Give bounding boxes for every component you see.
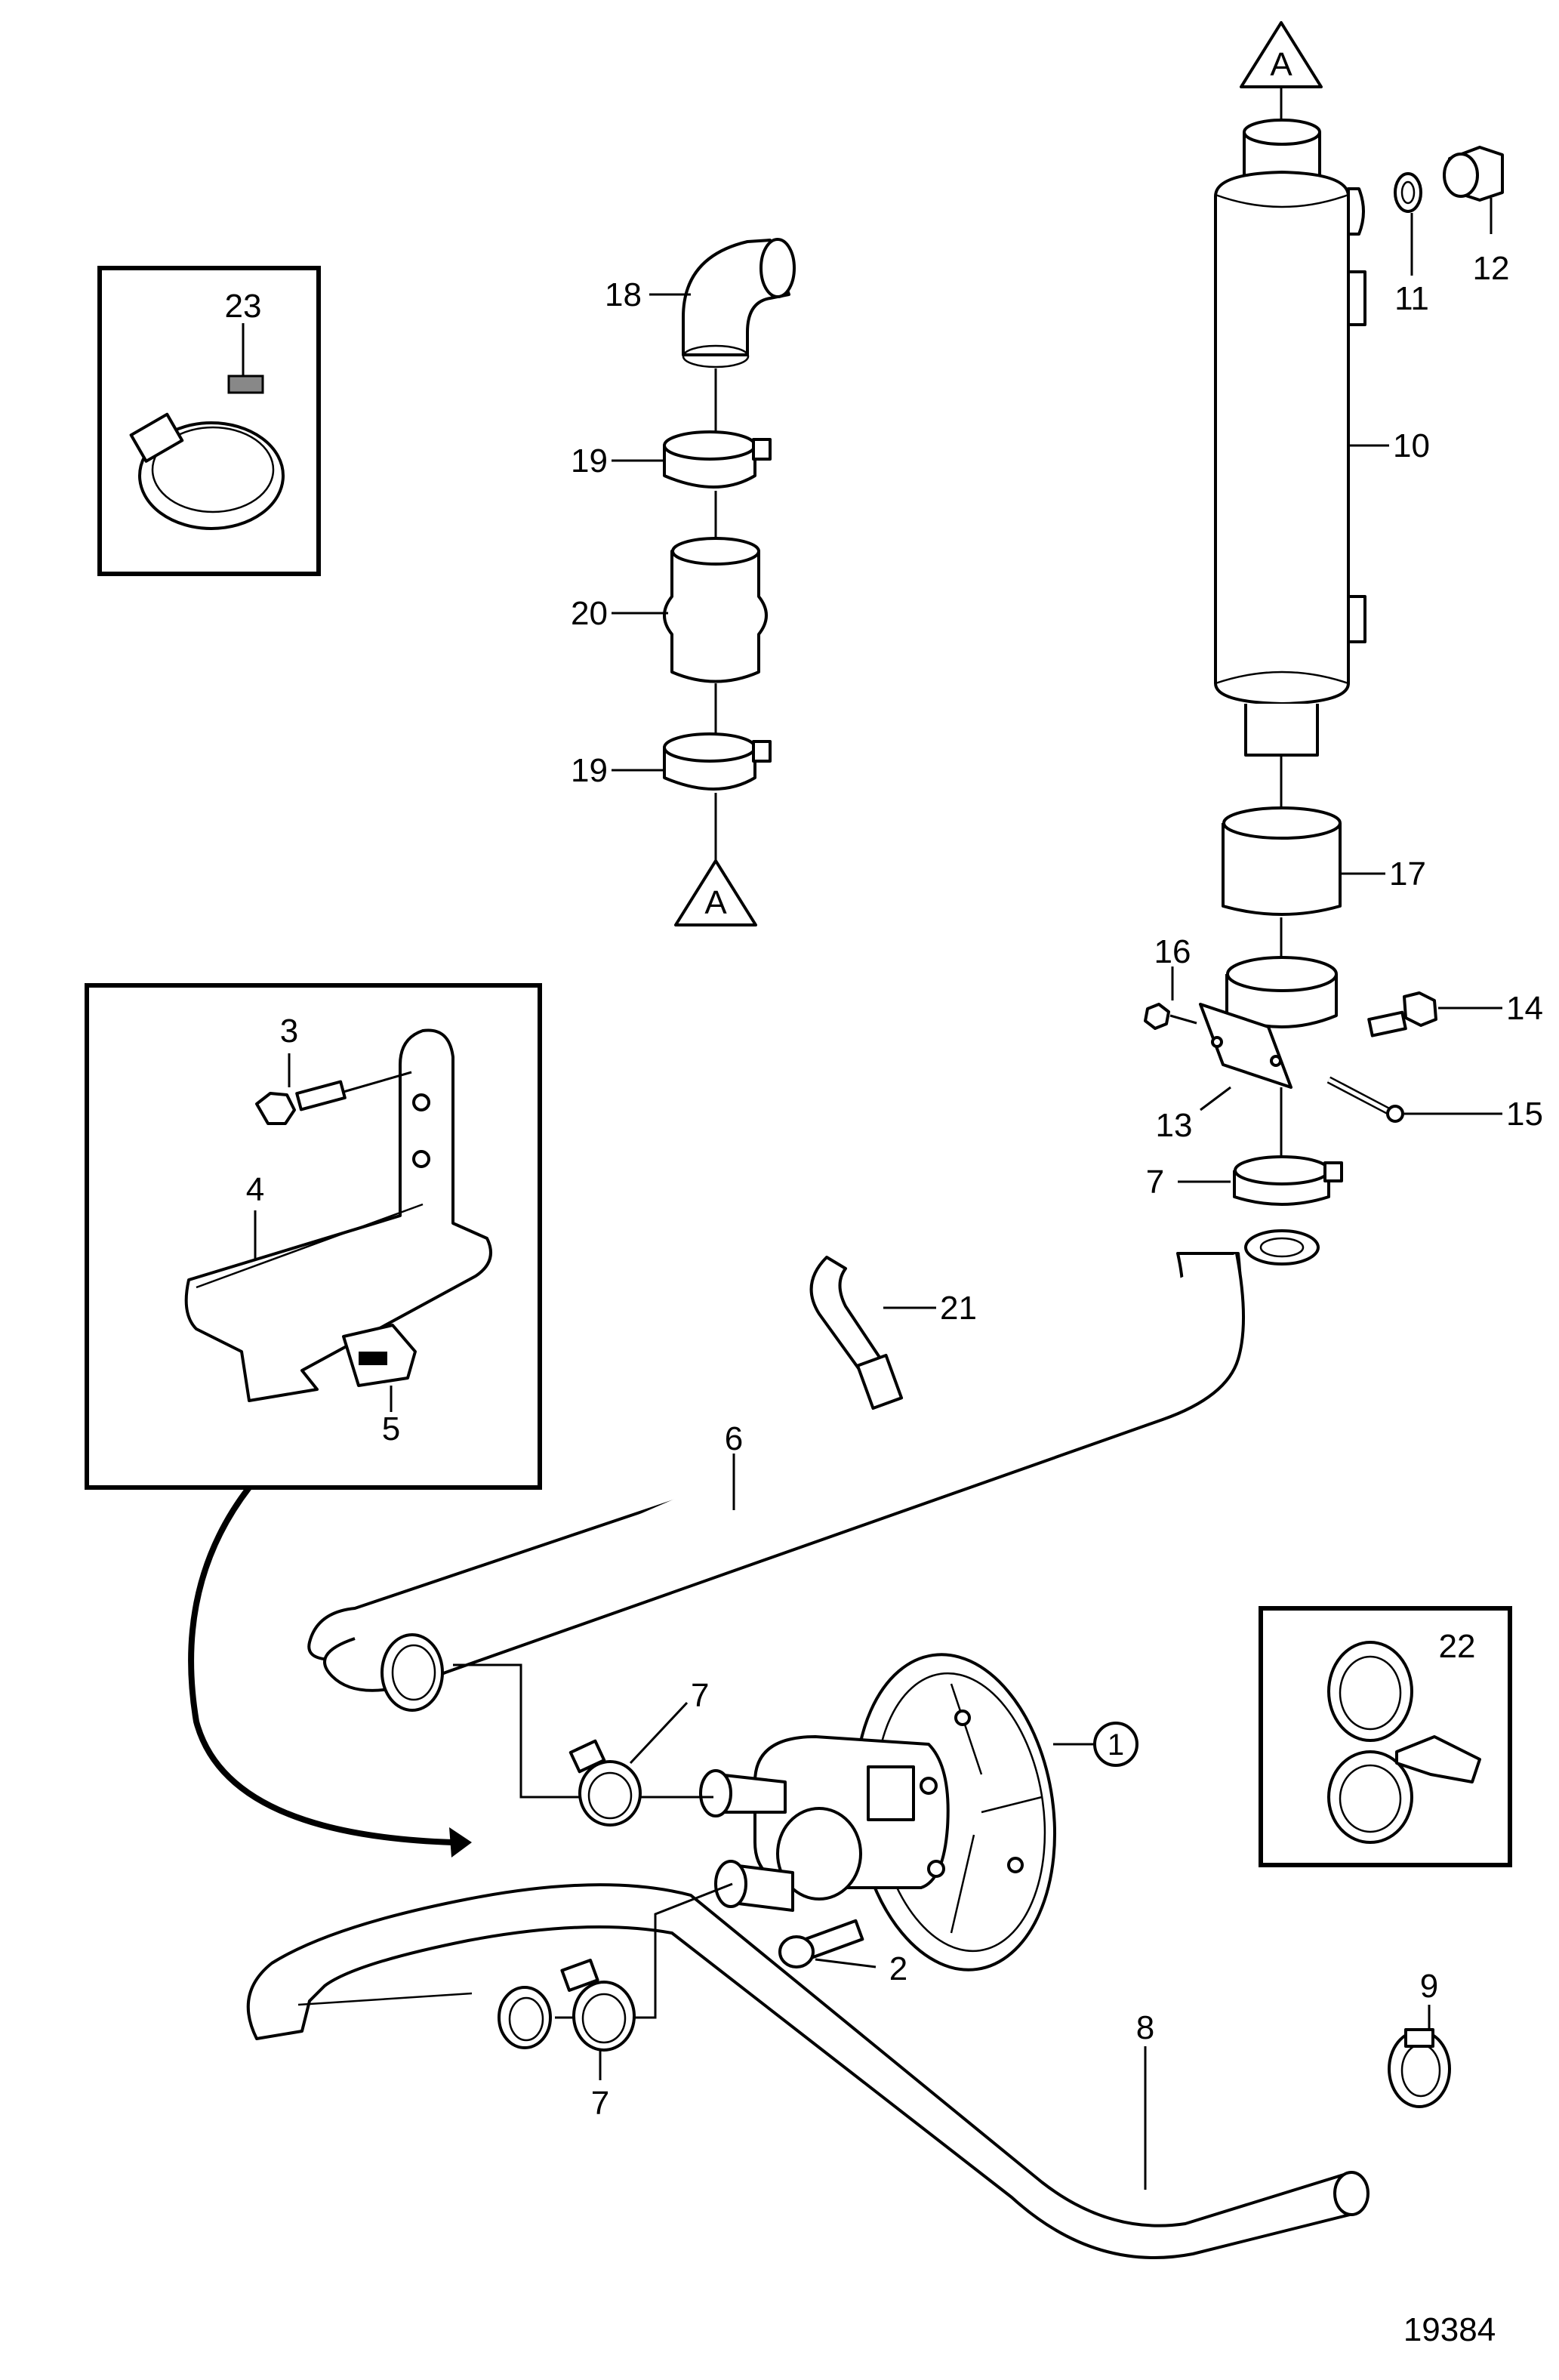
part-18-elbow: 18 — [605, 238, 796, 368]
inset-bracket-frame — [85, 983, 542, 1490]
part-19-clamp-upper: 19 — [571, 430, 772, 489]
inset-22-frame — [1259, 1606, 1512, 1867]
label-10: 10 — [1393, 427, 1430, 464]
part-13-bracket: 13 — [1156, 956, 1338, 1144]
label-17: 17 — [1389, 856, 1426, 892]
label-7-middle: 7 — [691, 1677, 709, 1714]
label-20: 20 — [571, 595, 608, 632]
label-19-upper: 19 — [571, 442, 608, 479]
inset-bracket: 3 5 4 — [85, 983, 542, 1490]
clamp-23-screw — [129, 412, 184, 463]
callout-1 — [1093, 1722, 1138, 1767]
part-20-sleeve: 20 — [571, 537, 768, 683]
label-21: 21 — [940, 1290, 977, 1327]
part-7-clamp-right: 7 — [1146, 1155, 1343, 1206]
label-11: 11 — [1394, 280, 1429, 317]
label-13: 13 — [1156, 1107, 1193, 1144]
part-11-washer: 11 — [1394, 172, 1429, 317]
figure-number: 19384 — [1403, 2311, 1496, 2348]
part-21-clip: 21 — [809, 1256, 977, 1410]
install-arrow — [188, 1485, 472, 1857]
label-7-lower: 7 — [591, 2085, 609, 2122]
part-7-clamp-middle: 7 — [568, 1677, 709, 1827]
label-2: 2 — [889, 1950, 907, 1987]
reference-a-upper: A — [1240, 21, 1323, 88]
inset-23-frame — [97, 266, 321, 576]
part-9-clamp: 9 — [1388, 1968, 1451, 2108]
label-4: 4 — [246, 1171, 264, 1208]
inset-23: 23 — [97, 266, 321, 576]
label-19-lower: 19 — [571, 752, 608, 789]
label-3: 3 — [280, 1013, 298, 1050]
label-ref-a-lower: A — [704, 884, 727, 921]
label-15: 15 — [1506, 1096, 1543, 1133]
inset-22: 22 — [1259, 1606, 1512, 1867]
label-6: 6 — [725, 1420, 743, 1457]
label-1: 1 — [1108, 1728, 1124, 1762]
part-15-bolt: 15 — [1326, 1076, 1543, 1133]
label-ref-a-upper: A — [1270, 46, 1292, 83]
label-22: 22 — [1439, 1628, 1476, 1665]
label-18: 18 — [605, 276, 642, 313]
part-17-sleeve: 17 — [1222, 806, 1426, 916]
part-7-clamp-lower: 7 — [560, 1959, 636, 2122]
label-16: 16 — [1154, 933, 1191, 970]
part-10-cooler: 10 — [1214, 119, 1430, 757]
part-8-hose: 8 — [246, 1883, 1370, 2259]
part-2-screw: 2 — [778, 1919, 907, 1987]
label-23: 23 — [225, 288, 262, 325]
label-14: 14 — [1506, 990, 1543, 1027]
part-12-plug: 12 — [1443, 146, 1510, 287]
part-14-bolt: 14 — [1367, 990, 1543, 1037]
label-9: 9 — [1420, 1968, 1438, 2005]
label-7-right: 7 — [1146, 1164, 1164, 1201]
part-16-nut: 16 — [1144, 933, 1197, 1030]
label-12: 12 — [1473, 250, 1510, 287]
label-5: 5 — [382, 1410, 400, 1447]
part-19-clamp-lower: 19 — [571, 732, 772, 791]
part-1-pump: 1 — [699, 1653, 1138, 1972]
label-8: 8 — [1136, 2009, 1154, 2046]
clamp-23-tag — [227, 375, 264, 394]
part-6-hose: 6 — [307, 1229, 1320, 1712]
reference-a-lower: A — [674, 859, 757, 926]
